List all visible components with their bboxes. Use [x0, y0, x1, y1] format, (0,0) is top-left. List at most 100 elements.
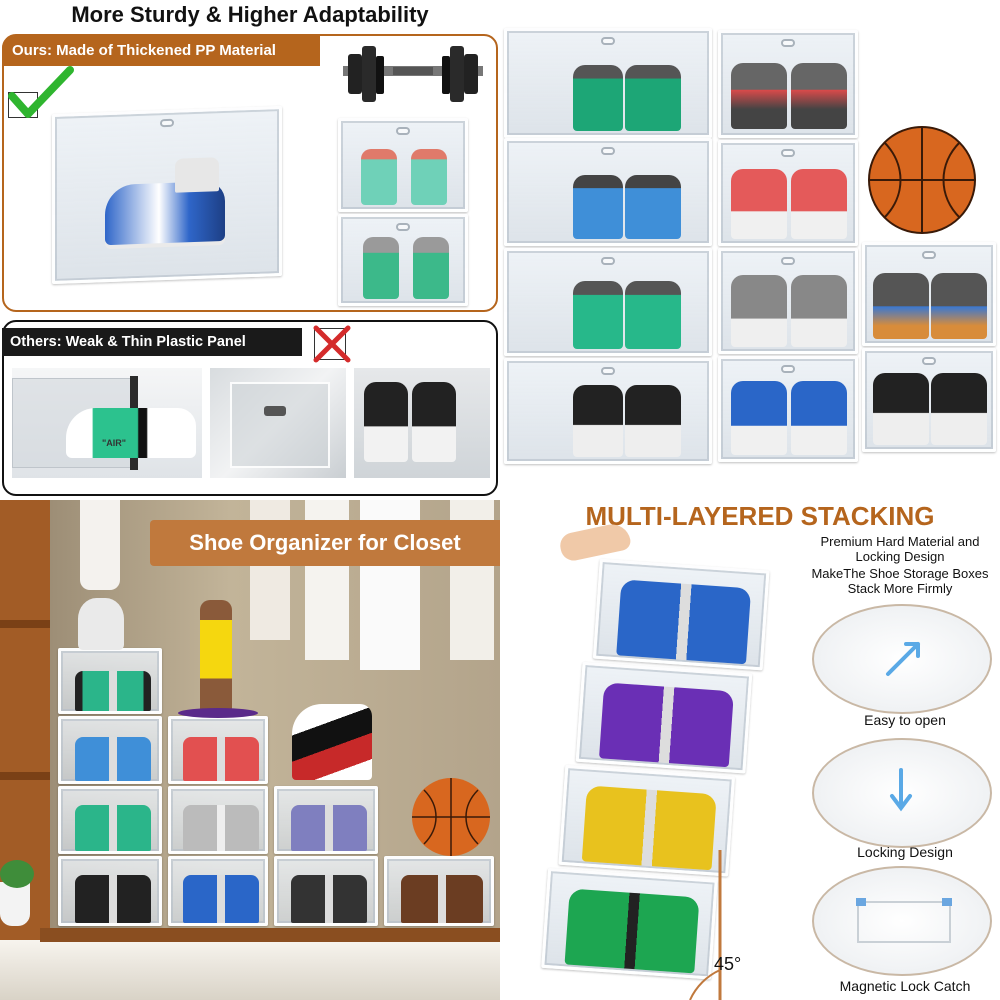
sneaker	[573, 281, 623, 349]
magnetic-lock-detail	[812, 866, 992, 976]
grid-box	[504, 138, 712, 246]
sneaker	[573, 175, 623, 239]
locking-design-detail	[812, 738, 992, 848]
mint-sneaker-left	[361, 149, 397, 205]
door-handle-icon	[922, 357, 936, 365]
closet-banner: Shoe Organizer for Closet	[150, 520, 500, 566]
thin-box-corner	[230, 382, 330, 468]
grid-box	[718, 356, 858, 462]
sneaker	[731, 169, 787, 239]
basketball-icon	[868, 126, 976, 234]
down-arrow-icon	[890, 768, 912, 812]
sneakers	[75, 737, 151, 781]
closet-box	[168, 716, 268, 784]
door-handle-icon	[922, 251, 936, 259]
sneakers	[183, 875, 259, 923]
stacked-box-bottom	[338, 214, 468, 306]
others-label: Others: Weak & Thin Plastic Panel	[2, 328, 302, 356]
grid-box	[504, 28, 712, 138]
grid-box	[718, 248, 858, 354]
black-white-sneaker-right	[412, 382, 456, 462]
sneaker	[625, 385, 681, 457]
sneaker	[625, 281, 681, 349]
plant-pot	[0, 882, 30, 926]
sneaker	[573, 385, 623, 457]
door-handle-icon	[601, 367, 615, 375]
easy-open-detail	[812, 604, 992, 714]
stack-box-blue	[592, 558, 770, 671]
stack-box-purple	[575, 661, 753, 774]
thin-panel-photo-2	[210, 368, 346, 478]
angle-label: 45°	[714, 954, 742, 974]
left-shelf	[0, 620, 50, 628]
black-white-sneaker-left	[364, 382, 408, 462]
hanging-shirt	[80, 500, 120, 590]
grid-box	[862, 242, 996, 346]
sneakers	[183, 805, 259, 851]
sneaker	[731, 275, 787, 347]
grid-box	[718, 140, 858, 246]
magnet-latch-icon	[856, 898, 952, 943]
sneakers	[291, 805, 367, 851]
door-handle-icon	[396, 127, 410, 135]
sneaker	[931, 273, 987, 339]
closet-box	[58, 716, 162, 784]
sneaker	[573, 65, 623, 131]
thin-panel-photo-1: "AIR"	[12, 368, 202, 478]
air-text: "AIR"	[102, 438, 127, 448]
easy-open-caption: Easy to open	[864, 712, 946, 728]
sneaker	[791, 275, 847, 347]
door-handle-icon	[781, 365, 795, 373]
shoe-collar	[175, 157, 219, 193]
sneaker	[731, 381, 787, 455]
sneaker	[873, 373, 929, 445]
grid-box	[718, 30, 858, 138]
tilted-stack	[531, 556, 780, 990]
sneakers	[616, 579, 752, 665]
sneakers	[598, 682, 734, 768]
x-mark-icon	[313, 325, 351, 363]
locking-design-caption: Locking Design	[857, 844, 953, 860]
closet-box	[274, 856, 378, 926]
stacking-title: MULTI-LAYERED STACKING	[585, 501, 935, 531]
arrow-icon	[886, 642, 920, 676]
sneaker	[625, 175, 681, 239]
closet-box	[58, 786, 162, 854]
door-handle-icon	[601, 147, 615, 155]
ours-label: Ours: Made of Thickened PP Material	[2, 36, 320, 66]
red-black-sneaker	[292, 704, 372, 780]
floor	[0, 940, 500, 1000]
sneaker	[791, 381, 847, 455]
closet-box	[384, 856, 494, 926]
grid-box	[504, 358, 712, 464]
closet-box	[58, 856, 162, 926]
grid-box	[504, 248, 712, 356]
door-handle-icon	[160, 118, 174, 128]
door-handle-icon	[601, 37, 615, 45]
thin-panel-photo-3	[354, 368, 490, 478]
stacked-box-top	[338, 118, 468, 212]
green-sneaker-left	[363, 237, 399, 299]
grid-box	[862, 348, 996, 452]
sneaker	[625, 65, 681, 131]
sneaker	[873, 273, 929, 339]
sneakers	[75, 875, 151, 923]
sneaker	[791, 169, 847, 239]
stacking-description-2: MakeThe Shoe Storage Boxes Stack More Fi…	[811, 566, 989, 596]
thick-pp-shoe-box	[52, 105, 282, 285]
left-shelf	[0, 772, 50, 780]
sneakers	[75, 671, 151, 711]
closet-box	[168, 786, 268, 854]
magnetic-lock-caption: Magnetic Lock Catch	[839, 978, 971, 994]
figure-base	[178, 708, 258, 718]
door-handle-icon	[781, 39, 795, 47]
checkmark-icon	[8, 66, 74, 118]
door-handle-icon	[396, 223, 410, 231]
sneakers	[291, 875, 367, 923]
sneaker	[731, 63, 787, 129]
sneakers	[75, 805, 151, 851]
door-handle-icon	[781, 149, 795, 157]
closet-box	[168, 856, 268, 926]
jordan-sneaker	[66, 408, 196, 458]
basketball-player-figure	[200, 600, 232, 712]
